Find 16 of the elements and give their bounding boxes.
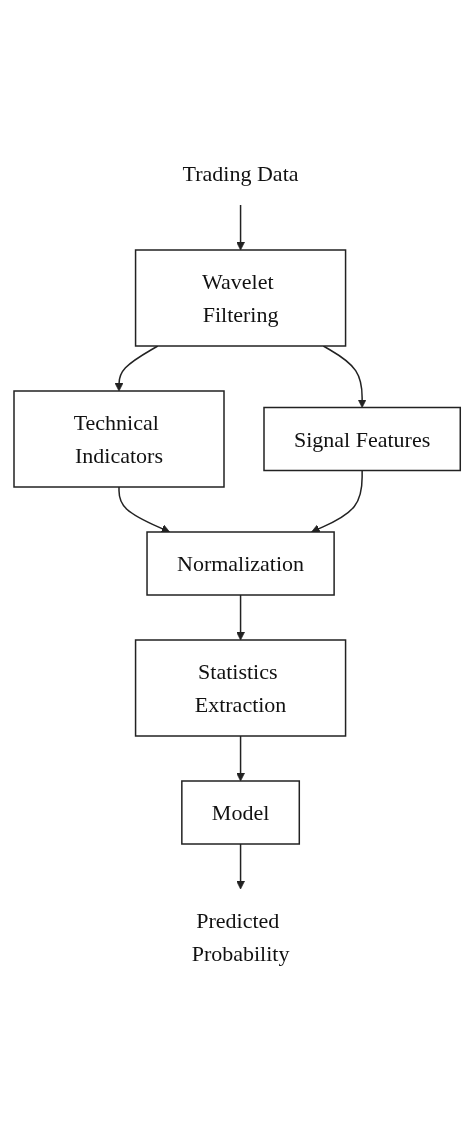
node-box: Wavelet Filtering	[134, 248, 347, 347]
arrow	[236, 593, 245, 640]
node-box: Model	[180, 779, 300, 845]
node-text: Predicted Probability	[191, 907, 290, 966]
arrow	[236, 842, 245, 889]
arrow	[118, 485, 170, 533]
arrow	[310, 469, 363, 533]
node-box: Normalization	[146, 530, 335, 596]
arrow	[114, 344, 159, 391]
arrow	[236, 203, 245, 250]
arrow	[322, 344, 367, 408]
node-box: Signal Features	[263, 406, 461, 471]
arrow	[236, 734, 245, 781]
node-box: Technical Indicators	[13, 389, 225, 488]
node-text: Trading Data	[182, 160, 299, 186]
node-box: Statistics Extraction	[134, 638, 347, 737]
